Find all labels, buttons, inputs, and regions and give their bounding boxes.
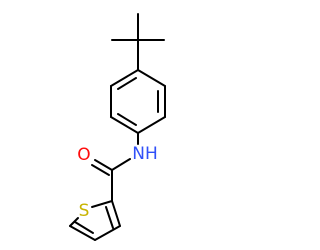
tert-butyl-group [111, 13, 165, 71]
bond-thiophene-s-c2 [91, 200, 113, 208]
bond-ring-1 [137, 69, 166, 87]
atom-nh-label: NH [132, 144, 158, 164]
bond-ring-double-c [117, 77, 137, 90]
bond-nitrogen-to-carbonyl [111, 158, 131, 171]
bond-thiophene-c3-c4 [94, 225, 121, 241]
bond-thiophene-double-a [105, 206, 114, 229]
atom-oxygen-label: O [77, 145, 90, 165]
benzene-ring [110, 69, 166, 134]
bond-thiophene-double-b [74, 221, 94, 234]
bond-ring-6 [110, 69, 139, 87]
bond-ring-3 [137, 116, 166, 134]
bond-ring-4 [110, 116, 139, 134]
thiophene-ring [69, 200, 121, 241]
atom-sulfur-label: S [79, 201, 90, 221]
molecule-diagram: NH O S [69, 13, 166, 241]
bond-carbonyl-double-1 [94, 159, 113, 171]
bond-thiophene-c4-c5 [69, 225, 96, 241]
bond-thiophene-c2-c3 [111, 200, 121, 227]
bond-carbonyl-double-2 [91, 164, 110, 176]
structure-svg: NH O S [69, 13, 166, 241]
bond-ring-double-b [117, 113, 137, 126]
